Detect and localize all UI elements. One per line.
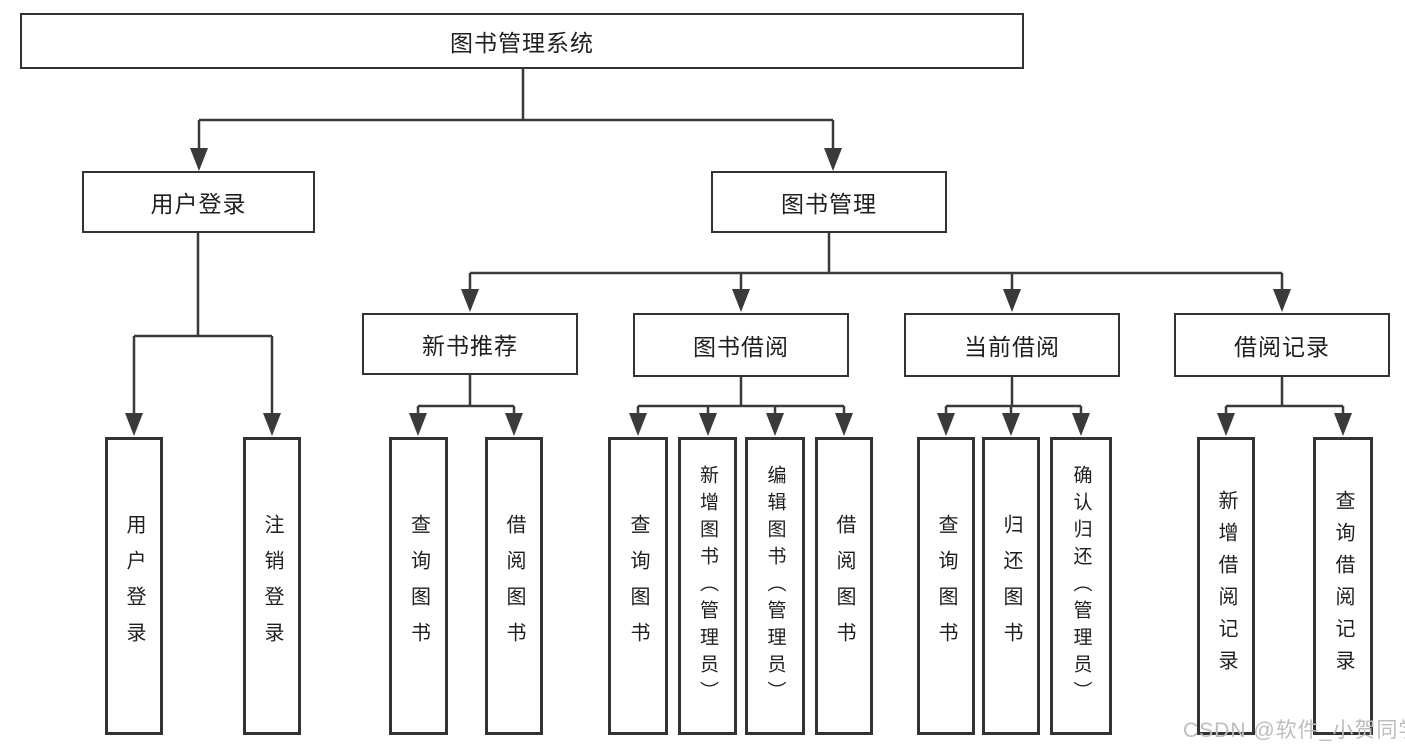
- arrowhead: [461, 289, 479, 312]
- leaf-query-borrow-record: 查询借阅记录: [1313, 437, 1373, 735]
- arrowhead: [629, 413, 647, 436]
- arrowhead: [1003, 289, 1021, 312]
- leaf-edit-book-admin: 编辑图书（管理员）: [745, 437, 805, 735]
- leaf-return-books-label: 归还图书: [1000, 514, 1022, 658]
- arrowhead: [1334, 413, 1352, 436]
- leaf-borrow-books: 借阅图书: [815, 437, 873, 735]
- arrowhead: [835, 413, 853, 436]
- arrowhead: [1217, 413, 1235, 436]
- leaf-user-login-label: 用户登录: [123, 514, 145, 658]
- leaf-current-query-books-label: 查询图书: [935, 514, 957, 658]
- node-book-management-label: 图书管理: [781, 191, 877, 217]
- arrowhead: [125, 413, 143, 436]
- leaf-logout: 注销登录: [243, 437, 301, 735]
- leaf-current-query-books: 查询图书: [917, 437, 975, 735]
- leaf-confirm-return-admin-label: 确认归还（管理员）: [1070, 464, 1092, 708]
- arrowhead: [1273, 289, 1291, 312]
- leaf-newbook-borrow-books: 借阅图书: [485, 437, 543, 735]
- node-new-book-recommend-label: 新书推荐: [422, 333, 518, 359]
- arrowhead: [1072, 413, 1090, 436]
- node-new-book-recommend: 新书推荐: [362, 313, 578, 375]
- arrowhead: [699, 413, 717, 436]
- leaf-user-login: 用户登录: [105, 437, 163, 735]
- node-borrow-records-label: 借阅记录: [1234, 334, 1330, 360]
- leaf-logout-label: 注销登录: [261, 514, 283, 658]
- node-book-borrow-label: 图书借阅: [693, 334, 789, 360]
- node-current-borrow: 当前借阅: [904, 313, 1120, 377]
- leaf-add-borrow-record: 新增借阅记录: [1197, 437, 1255, 735]
- arrowhead: [766, 413, 784, 436]
- node-borrow-records: 借阅记录: [1174, 313, 1390, 377]
- arrowhead: [263, 413, 281, 436]
- leaf-add-book-admin-label: 新增图书（管理员）: [697, 464, 718, 708]
- arrowhead: [409, 413, 427, 436]
- leaf-newbook-query-books-label: 查询图书: [407, 514, 430, 658]
- leaf-newbook-query-books: 查询图书: [389, 437, 448, 735]
- arrowhead: [505, 413, 523, 436]
- leaf-borrow-query-books: 查询图书: [608, 437, 668, 735]
- node-root: 图书管理系统: [20, 13, 1024, 69]
- leaf-query-borrow-record-label: 查询借阅记录: [1332, 490, 1354, 682]
- leaf-newbook-borrow-books-label: 借阅图书: [503, 514, 525, 658]
- node-book-management: 图书管理: [711, 171, 947, 233]
- leaf-borrow-books-label: 借阅图书: [833, 514, 855, 658]
- leaf-add-borrow-record-label: 新增借阅记录: [1215, 490, 1237, 682]
- node-user-login: 用户登录: [82, 171, 315, 233]
- node-current-borrow-label: 当前借阅: [964, 334, 1060, 360]
- arrowhead: [190, 148, 208, 171]
- arrowheads: [125, 148, 1352, 436]
- leaf-edit-book-admin-label: 编辑图书（管理员）: [764, 464, 786, 708]
- node-root-label: 图书管理系统: [450, 30, 594, 56]
- leaf-add-book-admin: 新增图书（管理员）: [678, 437, 737, 735]
- arrowhead: [824, 148, 842, 171]
- leaf-confirm-return-admin: 确认归还（管理员）: [1050, 437, 1112, 735]
- arrowhead: [937, 413, 955, 436]
- csdn-watermark: CSDN @软件_小贺同学: [1183, 719, 1405, 742]
- leaf-return-books: 归还图书: [982, 437, 1040, 735]
- node-user-login-label: 用户登录: [150, 191, 247, 217]
- leaf-borrow-query-books-label: 查询图书: [627, 514, 649, 658]
- node-book-borrow: 图书借阅: [633, 313, 849, 377]
- arrowhead: [732, 289, 750, 312]
- arrowhead: [1002, 413, 1020, 436]
